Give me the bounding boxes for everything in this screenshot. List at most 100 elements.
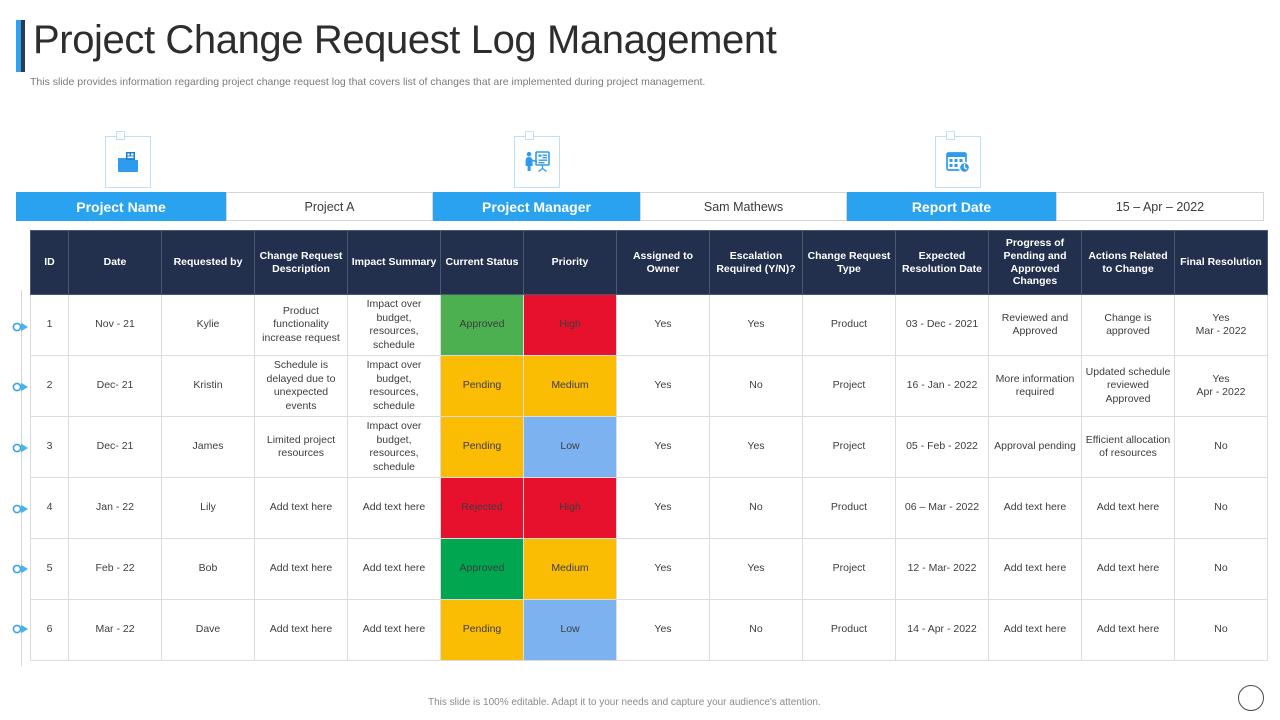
cell-current-status[interactable]: Pending — [440, 416, 524, 479]
cell-change-request-type[interactable]: Project — [802, 355, 896, 418]
cell-actions-related-to-change[interactable]: Add text here — [1081, 599, 1175, 662]
cell-assigned-to-owner[interactable]: Yes — [616, 538, 710, 601]
cell-requested-by[interactable]: Kristin — [161, 355, 255, 418]
cell-expected-resolution-date[interactable]: 16 - Jan - 2022 — [895, 355, 989, 418]
cell-assigned-to-owner[interactable]: Yes — [616, 294, 710, 357]
row-marker-1[interactable] — [12, 320, 34, 332]
cell-final-resolution[interactable]: No — [1174, 477, 1268, 540]
cell-escalation-required[interactable]: No — [709, 477, 803, 540]
cell-change-request-type[interactable]: Project — [802, 538, 896, 601]
cell-escalation-required[interactable]: No — [709, 355, 803, 418]
cell-id[interactable]: 5 — [30, 538, 69, 601]
cell-impact-summary[interactable]: Impact over budget, resources, schedule — [347, 294, 441, 357]
cell-current-status[interactable]: Pending — [440, 599, 524, 662]
cell-escalation-required[interactable]: Yes — [709, 294, 803, 357]
cell-progress[interactable]: Add text here — [988, 599, 1082, 662]
cell-change-request-description[interactable]: Product functionality increase request — [254, 294, 348, 357]
row-marker-2[interactable] — [12, 380, 34, 392]
cell-escalation-required[interactable]: Yes — [709, 416, 803, 479]
cell-priority[interactable]: High — [523, 294, 617, 357]
cell-expected-resolution-date[interactable]: 12 - Mar- 2022 — [895, 538, 989, 601]
cell-change-request-description[interactable]: Schedule is delayed due to unexpected ev… — [254, 355, 348, 418]
cell-change-request-type[interactable]: Project — [802, 416, 896, 479]
cell-current-status[interactable]: Approved — [440, 538, 524, 601]
cell-current-status[interactable]: Rejected — [440, 477, 524, 540]
cell-current-status[interactable]: Pending — [440, 355, 524, 418]
cell-change-request-description[interactable]: Add text here — [254, 477, 348, 540]
cell-priority[interactable]: Medium — [523, 538, 617, 601]
cell-escalation-required[interactable]: Yes — [709, 538, 803, 601]
cell-date[interactable]: Dec- 21 — [68, 355, 162, 418]
cell-date[interactable]: Feb - 22 — [68, 538, 162, 601]
cell-progress[interactable]: More information required — [988, 355, 1082, 418]
cell-progress[interactable]: Reviewed and Approved — [988, 294, 1082, 357]
cell-actions-related-to-change[interactable]: Change is approved — [1081, 294, 1175, 357]
info-value-project-manager[interactable]: Sam Mathews — [640, 192, 847, 221]
cell-requested-by[interactable]: James — [161, 416, 255, 479]
cell-final-resolution[interactable]: No — [1174, 538, 1268, 601]
folder-icon-tab — [116, 131, 125, 140]
cell-id[interactable]: 4 — [30, 477, 69, 540]
cell-requested-by[interactable]: Lily — [161, 477, 255, 540]
row-marker-6[interactable] — [12, 622, 34, 634]
cell-expected-resolution-date[interactable]: 14 - Apr - 2022 — [895, 599, 989, 662]
cell-impact-summary[interactable]: Impact over budget, resources, schedule — [347, 355, 441, 418]
cell-requested-by[interactable]: Dave — [161, 599, 255, 662]
cell-id[interactable]: 6 — [30, 599, 69, 662]
cell-change-request-description[interactable]: Add text here — [254, 538, 348, 601]
cell-expected-resolution-date[interactable]: 06 – Mar - 2022 — [895, 477, 989, 540]
cell-actions-related-to-change[interactable]: Add text here — [1081, 477, 1175, 540]
cell-assigned-to-owner[interactable]: Yes — [616, 599, 710, 662]
cell-final-resolution[interactable]: No — [1174, 599, 1268, 662]
cell-assigned-to-owner[interactable]: Yes — [616, 355, 710, 418]
cell-impact-summary[interactable]: Add text here — [347, 599, 441, 662]
cell-progress[interactable]: Approval pending — [988, 416, 1082, 479]
info-value-report-date[interactable]: 15 – Apr – 2022 — [1056, 192, 1264, 221]
cell-id[interactable]: 3 — [30, 416, 69, 479]
info-value-project-name[interactable]: Project A — [226, 192, 433, 221]
cell-change-request-type[interactable]: Product — [802, 294, 896, 357]
cell-final-resolution[interactable]: No — [1174, 416, 1268, 479]
cell-date[interactable]: Nov - 21 — [68, 294, 162, 357]
cell-change-request-type[interactable]: Product — [802, 599, 896, 662]
cell-priority[interactable]: Medium — [523, 355, 617, 418]
row-marker-4[interactable] — [12, 502, 34, 514]
row-marker-3[interactable] — [12, 441, 34, 453]
cell-impact-summary[interactable]: Add text here — [347, 477, 441, 540]
cell-id[interactable]: 1 — [30, 294, 69, 357]
cell-requested-by[interactable]: Bob — [161, 538, 255, 601]
cell-current-status[interactable]: Approved — [440, 294, 524, 357]
cell-priority[interactable]: Low — [523, 599, 617, 662]
cell-actions-related-to-change[interactable]: Add text here — [1081, 538, 1175, 601]
cell-change-request-description[interactable]: Add text here — [254, 599, 348, 662]
row-marker-5[interactable] — [12, 562, 34, 574]
cell-assigned-to-owner[interactable]: Yes — [616, 416, 710, 479]
cell-date[interactable]: Jan - 22 — [68, 477, 162, 540]
cell-impact-summary[interactable]: Impact over budget, resources, schedule — [347, 416, 441, 479]
cell-escalation-required[interactable]: No — [709, 599, 803, 662]
cell-id[interactable]: 2 — [30, 355, 69, 418]
cell-requested-by[interactable]: Kylie — [161, 294, 255, 357]
cell-date[interactable]: Dec- 21 — [68, 416, 162, 479]
cell-impact-summary[interactable]: Add text here — [347, 538, 441, 601]
cell-priority[interactable]: High — [523, 477, 617, 540]
cell-progress[interactable]: Add text here — [988, 538, 1082, 601]
cell-expected-resolution-date[interactable]: 03 - Dec - 2021 — [895, 294, 989, 357]
cell-change-request-description[interactable]: Limited project resources — [254, 416, 348, 479]
cell-expected-resolution-date[interactable]: 05 - Feb - 2022 — [895, 416, 989, 479]
cell-assigned-to-owner[interactable]: Yes — [616, 477, 710, 540]
cell-change-request-type[interactable]: Product — [802, 477, 896, 540]
cell-actions-related-to-change[interactable]: Efficient allocation of resources — [1081, 416, 1175, 479]
cell-progress[interactable]: Add text here — [988, 477, 1082, 540]
cell-date[interactable]: Mar - 22 — [68, 599, 162, 662]
cell-actions-related-to-change[interactable]: Updated schedule reviewed Approved — [1081, 355, 1175, 418]
cell-priority[interactable]: Low — [523, 416, 617, 479]
